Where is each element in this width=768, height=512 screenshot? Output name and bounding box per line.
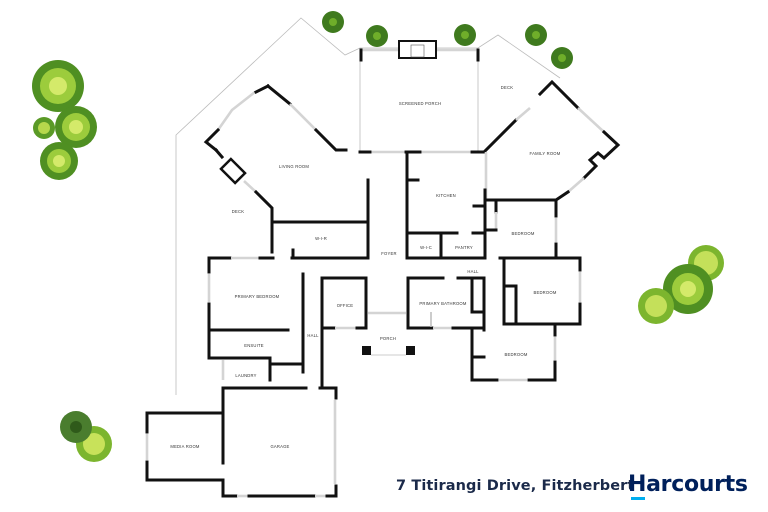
label-hall-1: HALL [467, 269, 479, 274]
primary-bathroom-walls [406, 276, 486, 332]
label-primary-bedroom: PRIMARY BEDROOM [235, 294, 280, 299]
primary-bedroom-walls [207, 256, 305, 382]
label-deck-right: DECK [501, 85, 513, 90]
label-garage: GARAGE [270, 444, 289, 449]
label-wic: W-I-C [420, 245, 432, 250]
label-wir: W-I-R [315, 236, 327, 241]
label-foyer: FOYER [381, 251, 396, 256]
label-bedroom-3: BEDROOM [504, 352, 527, 357]
living-room-walls [203, 83, 370, 260]
label-deck-left: DECK [232, 209, 244, 214]
label-family-room: FAMILY ROOM [530, 151, 561, 156]
label-ensuite: ENSUITE [244, 343, 264, 348]
label-primary-bathroom: PRIMARY BATHROOM [419, 301, 466, 306]
garage-media-walls [145, 386, 338, 498]
site-outline [175, 17, 561, 395]
tree-cluster-right-icon [638, 245, 724, 324]
tree-cluster-left-icon [32, 60, 97, 180]
listing-footer: 7 Titirangi Drive, Fitzherbert [396, 478, 634, 494]
room-labels: SCREENED PORCH DECK LIVING ROOM FAMILY R… [170, 85, 560, 449]
office-porch-walls [320, 276, 415, 388]
shrubs-top-icon [322, 11, 573, 69]
label-laundry: LAUNDRY [235, 373, 256, 378]
screened-porch [358, 40, 480, 154]
kitchen-walls [405, 150, 487, 260]
label-media-room: MEDIA ROOM [170, 444, 200, 449]
label-bedroom-1: BEDROOM [511, 231, 534, 236]
bedroom-3-walls [470, 322, 557, 382]
label-kitchen: KITCHEN [436, 193, 456, 198]
tree-palm-bottom-left-icon [60, 411, 112, 462]
label-hall-2: HALL [307, 333, 319, 338]
property-address: 7 Titirangi Drive, Fitzherbert [396, 478, 635, 494]
label-pantry: PANTRY [455, 245, 473, 250]
label-screened-porch: SCREENED PORCH [399, 101, 441, 106]
bedroom-2-walls [502, 256, 582, 326]
family-room-walls [476, 79, 621, 202]
label-porch: PORCH [380, 336, 396, 341]
label-office: OFFICE [337, 303, 354, 308]
label-bedroom-2: BEDROOM [533, 290, 556, 295]
bedroom-1-walls [483, 198, 582, 260]
label-living-room: LIVING ROOM [279, 164, 309, 169]
harcourts-logo: Harcourts [628, 472, 748, 497]
logo-accent-bar [631, 497, 645, 500]
